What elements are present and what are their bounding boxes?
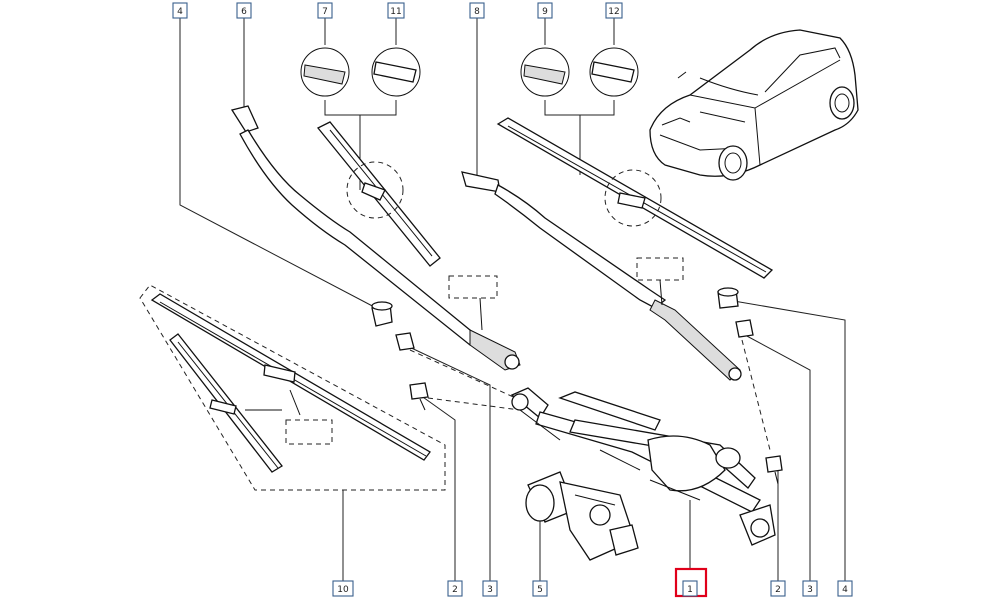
callout-3-right: 3: [802, 580, 818, 597]
leader-lines: [179, 18, 846, 582]
callout-label: 11: [390, 7, 401, 17]
callout-label: 12: [608, 7, 619, 17]
callout-labels: 4 6 7 11 8 9 12 10: [172, 2, 853, 598]
callout-2-right: 2: [770, 580, 786, 597]
wiper-arm-left: [230, 105, 521, 371]
callout-5: 5: [532, 580, 548, 597]
callout-3-left: 3: [482, 580, 498, 597]
fasteners: [371, 287, 783, 485]
annotation-boxes: [285, 257, 684, 445]
callout-2-left: 2: [447, 580, 463, 597]
wiper-blade-upper-left: [316, 121, 441, 267]
callout-4-bottom: 4: [837, 580, 853, 597]
callout-label: 10: [337, 585, 349, 595]
callout-10: 10: [332, 580, 354, 597]
callout-label: 2: [452, 585, 458, 595]
detail-insets: [300, 47, 639, 97]
callout-label: 5: [537, 585, 543, 595]
callout-4-top: 4: [172, 2, 188, 19]
callout-11: 11: [387, 2, 405, 19]
callout-label: 1: [687, 585, 693, 595]
callout-label: 6: [241, 7, 247, 17]
wiper-arm-right: [461, 171, 742, 381]
callout-label: 7: [322, 7, 328, 17]
callout-label: 2: [775, 585, 781, 595]
callout-label: 3: [487, 585, 493, 595]
wiper-motor: [525, 471, 639, 561]
wiper-linkage-assembly: [510, 387, 776, 546]
callout-label: 8: [474, 7, 480, 17]
callout-1-highlighted: 1: [674, 567, 708, 598]
callout-9: 9: [537, 2, 553, 19]
callout-label: 3: [807, 585, 813, 595]
callout-6: 6: [236, 2, 252, 19]
callout-label: 4: [177, 7, 183, 17]
callout-7: 7: [317, 2, 333, 19]
wiper-blade-set-10: [139, 284, 446, 491]
callout-12: 12: [605, 2, 623, 19]
callout-8: 8: [469, 2, 485, 19]
wiper-blade-right: [496, 117, 774, 279]
car-illustration: [649, 29, 859, 181]
callout-label: 9: [542, 7, 548, 17]
callout-label: 4: [842, 585, 848, 595]
